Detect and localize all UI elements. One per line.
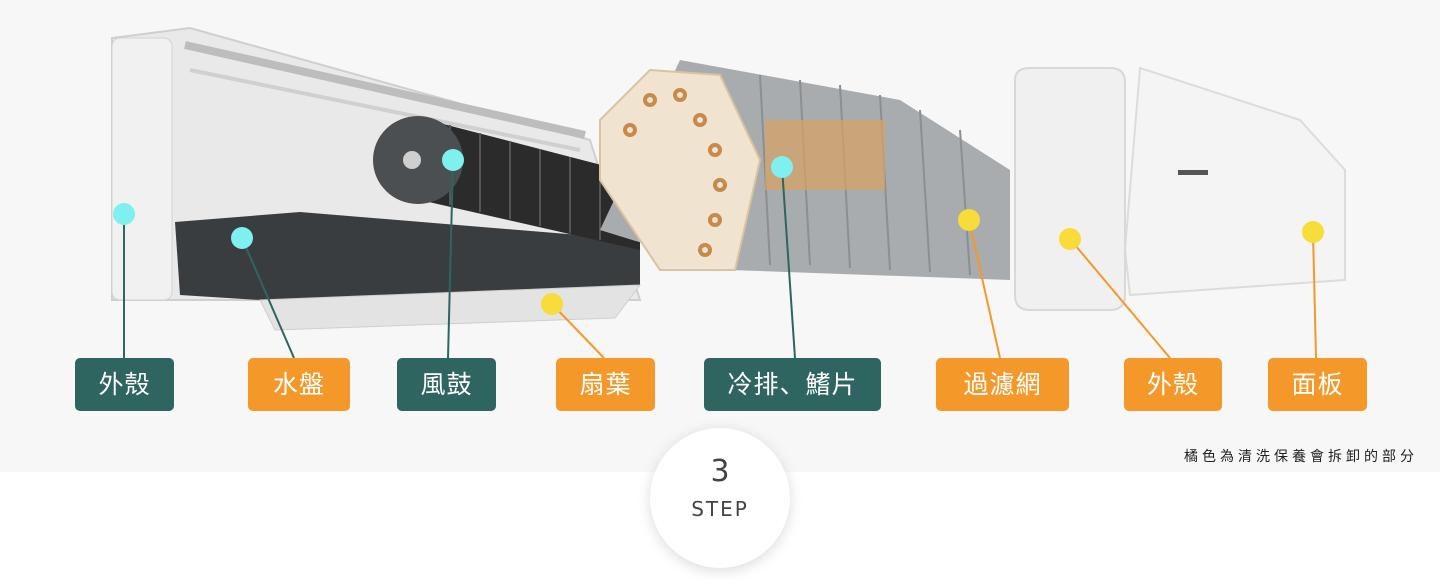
front-panel-shape [1014,66,1346,311]
marker-dot-cyan [771,156,793,178]
marker-dot-yellow [1059,228,1081,250]
label-filter: 過濾網 [936,358,1069,411]
marker-dots [113,149,1324,315]
step-word: STEP [691,497,749,521]
marker-dot-cyan [442,149,464,171]
evaporator-coil-shape [599,60,1010,280]
label-outer-shell-rear: 外殼 [75,358,174,411]
marker-dot-yellow [1302,221,1324,243]
marker-dot-cyan [113,203,135,225]
label-outer-shell-front: 外殼 [1124,358,1222,411]
label-blower: 風鼓 [397,358,496,411]
blower-fan-shape [373,116,640,250]
label-coil-fins: 冷排、鰭片 [704,358,881,411]
orange-parts-note: 橘色為清洗保養會拆卸的部分 [1184,449,1418,465]
leader-lines [123,159,1317,359]
label-drain-pan: 水盤 [248,358,350,411]
label-panel: 面板 [1268,358,1367,411]
marker-dot-yellow [958,209,980,231]
air-conditioner-exploded-view [111,26,1346,359]
diagram-stage: 外殼 水盤 風鼓 扇葉 冷排、鰭片 過濾網 外殼 面板 橘色為清洗保養會拆卸的部… [75,26,1418,465]
step-badge: 3 STEP [650,428,790,568]
marker-dot-cyan [231,227,253,249]
step-number: 3 [710,454,730,489]
marker-dot-yellow [541,293,563,315]
label-fan-blade: 扇葉 [556,358,655,411]
